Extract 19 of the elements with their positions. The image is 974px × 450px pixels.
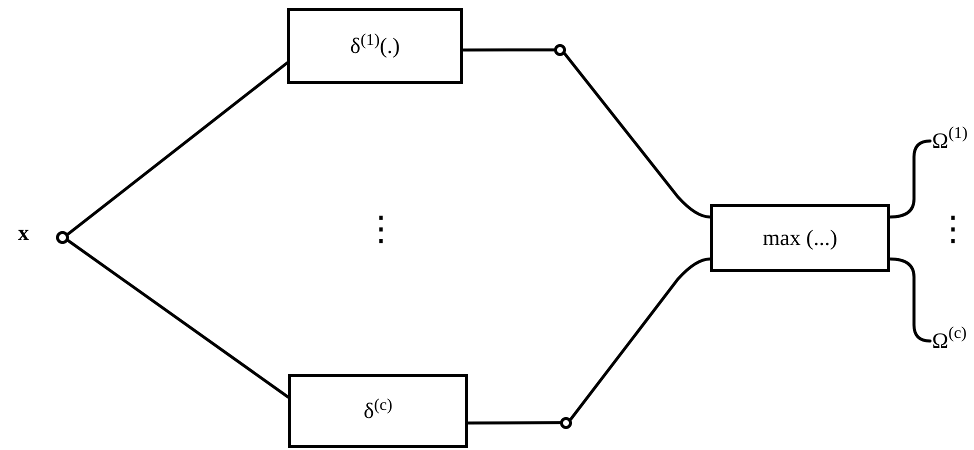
connector-line <box>66 239 290 398</box>
process-box <box>287 8 463 84</box>
vertical-ellipsis: ⋮ <box>936 212 970 246</box>
process-box <box>288 374 468 448</box>
input-label: x <box>18 222 29 244</box>
formula-text: δ$^{(1)}$(.) <box>350 35 400 57</box>
connector-line <box>888 140 932 218</box>
output-label: Ω$^{(1)}$ <box>932 126 968 156</box>
connector-line <box>569 258 712 421</box>
connector-line <box>563 52 712 218</box>
connector-line <box>462 48 556 52</box>
process-box <box>710 204 890 272</box>
connector-line <box>888 258 932 342</box>
connector-line <box>66 62 288 236</box>
formula-text: max (...) <box>762 227 838 249</box>
formula-text: δ$^{(c)}$ <box>364 400 392 422</box>
connector-line <box>466 421 562 424</box>
vertical-ellipsis: ⋮ <box>364 212 398 246</box>
output-label: Ω$^{(c)}$ <box>932 326 967 356</box>
